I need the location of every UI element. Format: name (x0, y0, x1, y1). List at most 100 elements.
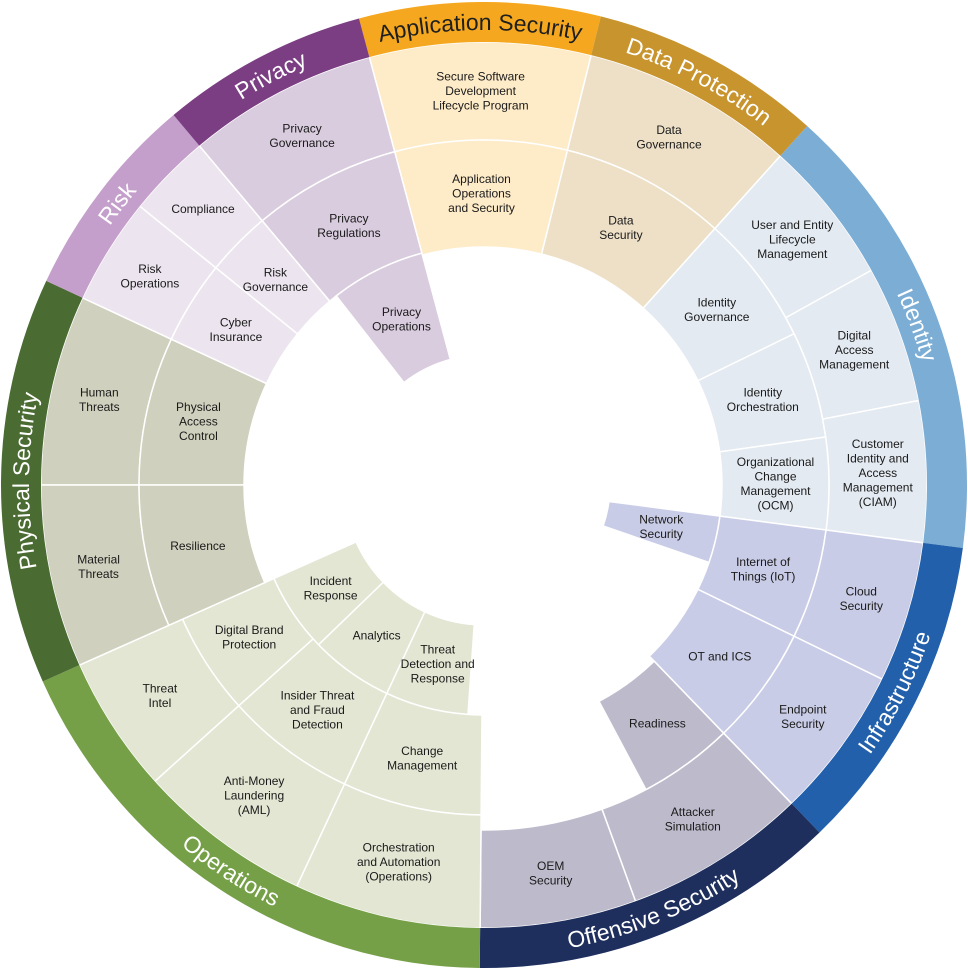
capability-label-line: Cloud (846, 584, 877, 598)
capability-label-line: OEM (537, 859, 564, 873)
domain-segment-risk (46, 115, 200, 298)
capability-label-line: Data (608, 213, 634, 227)
capability-label-line: Protection (222, 638, 276, 652)
capability-label-line: and Security (448, 201, 515, 215)
capability-label-line: Operations (372, 320, 431, 334)
capability-label-line: Detection (292, 718, 343, 732)
capability-label-line: Management (757, 247, 828, 261)
capability-label-line: Threats (79, 400, 120, 414)
capability-label-line: Privacy (329, 211, 368, 225)
capability-label-line: Security (599, 228, 642, 242)
capability-label-line: Organizational (737, 455, 814, 469)
capability-label-line: Privacy (382, 305, 421, 319)
capability-label-line: Customer (852, 437, 904, 451)
capability-label-line: Management (819, 358, 890, 372)
capability-label-line: Detection and (401, 657, 475, 671)
capability-label-line: (OCM) (758, 499, 794, 513)
capability-label-line: Security (640, 527, 683, 541)
capability-label-line: Response (304, 589, 358, 603)
capability-label-line: Insurance (210, 330, 263, 344)
capability-label-line: Regulations (317, 226, 380, 240)
capability-label-line: (Operations) (365, 870, 432, 884)
domain-segment-infrastructure (791, 542, 963, 833)
capability-label-line: Risk (264, 266, 288, 280)
capability-label-line: Analytics (353, 629, 401, 643)
capability-label-line: Application (452, 172, 511, 186)
capability-label-line: Access (858, 466, 897, 480)
capability-label-line: Resilience (170, 539, 226, 553)
capability-label-line: Security (781, 717, 824, 731)
capability-label-line: Access (179, 415, 218, 429)
capability-label-line: Secure Software (436, 70, 525, 84)
capability-label-line: Governance (636, 137, 702, 151)
capability-label-line: Things (IoT) (731, 569, 796, 583)
capability-label-line: Identity and (847, 452, 909, 466)
capability-label-line: Compliance (171, 202, 235, 216)
capability-label-line: Governance (269, 136, 335, 150)
capability-label-line: Development (445, 84, 516, 98)
capability-label-line: Simulation (665, 819, 721, 833)
capability-label-readiness: Readiness (629, 717, 686, 731)
capability-cell-cyber-insurance (170, 266, 299, 385)
capability-label-line: Privacy (282, 121, 321, 135)
capability-label-line: (CIAM) (859, 495, 897, 509)
capability-label-line: OT and ICS (688, 649, 751, 663)
capability-cells (40, 41, 928, 929)
domain-segment-privacy (173, 18, 370, 146)
capability-cell-privacy-operations (335, 252, 452, 384)
capability-label-line: Identity (743, 386, 782, 400)
capability-label-line: Material (77, 553, 120, 567)
capability-label-line: Threats (78, 567, 119, 581)
capability-label-line: Response (411, 672, 465, 686)
capability-label-line: Digital Brand (215, 623, 284, 637)
capability-label-line: Laundering (224, 789, 284, 803)
capability-label-line: Readiness (629, 717, 686, 731)
capability-label-line: Change (754, 470, 796, 484)
capability-label-line: Cyber (220, 316, 252, 330)
capability-label-line: Human (80, 386, 119, 400)
capability-cell-anti-money-laundering (153, 704, 346, 888)
domain-segment-application-security (358, 2, 601, 58)
capability-label-line: Access (835, 343, 874, 357)
capability-label-line: Attacker (671, 805, 715, 819)
capability-label-line: Digital (838, 329, 871, 343)
capability-label-line: Control (179, 429, 218, 443)
capability-label-analytics: Analytics (353, 629, 401, 643)
capability-label-line: (AML) (238, 803, 271, 817)
capability-label-line: User and Entity (751, 218, 833, 232)
domain-segment-physical-security (1, 280, 83, 682)
capability-label-line: Lifecycle (769, 233, 816, 247)
capability-label-line: Orchestration (363, 841, 435, 855)
capability-label-line: Management (387, 758, 458, 772)
capability-label-line: Orchestration (727, 400, 799, 414)
capability-cell-resilience (138, 484, 266, 627)
capability-label-line: Security (840, 599, 883, 613)
capability-label-line: Operations (121, 277, 180, 291)
domain-segment-offensive-security (479, 803, 820, 968)
capability-label-line: Threat (143, 681, 178, 695)
capability-cell-orchestration-and-automation (295, 783, 482, 929)
capability-label-line: Identity (697, 295, 736, 309)
capability-label-line: Governance (684, 310, 750, 324)
